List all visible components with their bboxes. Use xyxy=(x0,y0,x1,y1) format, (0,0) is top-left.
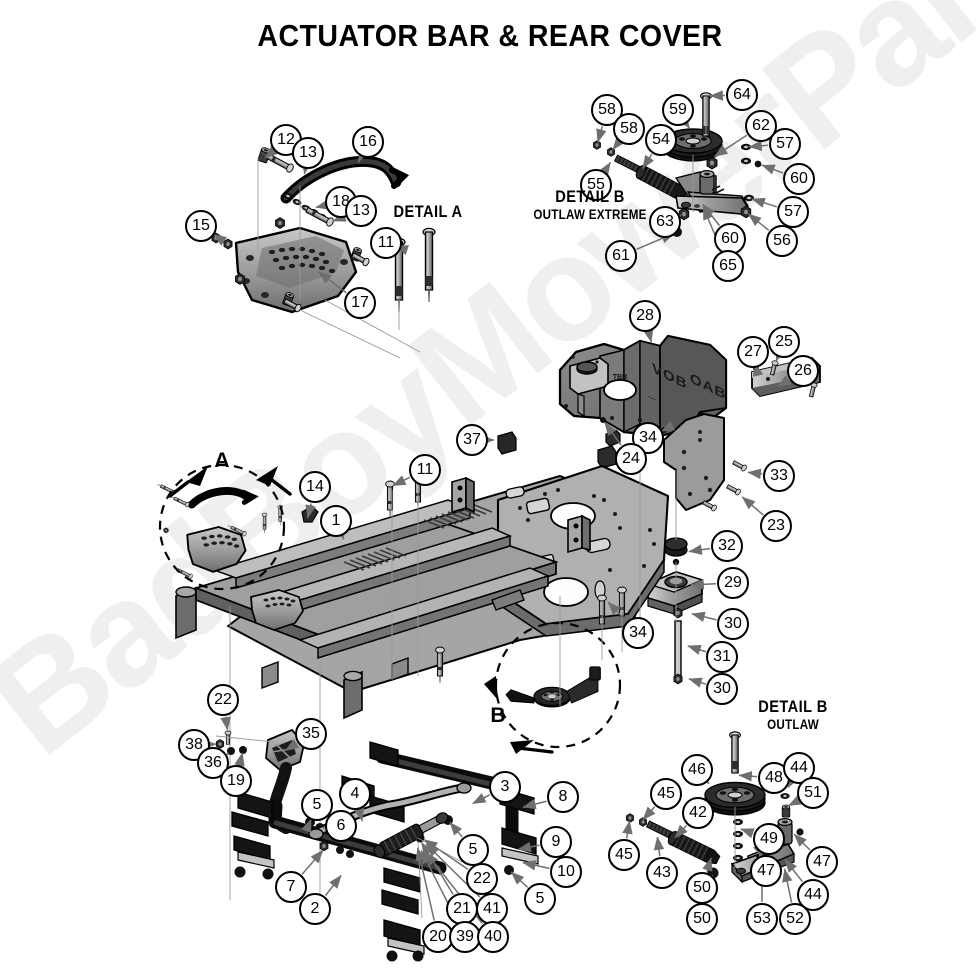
callout-43[interactable]: 43 xyxy=(646,857,678,889)
callout-61[interactable]: 61 xyxy=(605,240,637,272)
svg-text:A: A xyxy=(214,449,229,472)
detail-label-b-outlaw: DETAIL B OUTLAW xyxy=(724,697,862,732)
page-title: ACTUATOR BAR & REAR COVER xyxy=(257,18,723,53)
callout-58[interactable]: 58 xyxy=(613,113,645,145)
callout-13[interactable]: 13 xyxy=(345,195,377,227)
callout-49[interactable]: 49 xyxy=(753,823,785,855)
callout-50[interactable]: 50 xyxy=(686,872,718,904)
callout-64[interactable]: 64 xyxy=(726,79,758,111)
callout-51[interactable]: 51 xyxy=(797,777,829,809)
detail-b-outlaw-parts xyxy=(626,731,804,884)
callout-44[interactable]: 44 xyxy=(783,752,815,784)
callout-30[interactable]: 30 xyxy=(717,608,749,640)
callout-5[interactable]: 5 xyxy=(457,834,489,866)
callout-46[interactable]: 46 xyxy=(681,754,713,786)
callout-19[interactable]: 19 xyxy=(220,765,252,797)
callout-14[interactable]: 14 xyxy=(299,471,331,503)
callout-57[interactable]: 57 xyxy=(769,128,801,160)
callout-1[interactable]: 1 xyxy=(320,505,352,537)
callout-58[interactable]: 58 xyxy=(591,94,623,126)
callout-22[interactable]: 22 xyxy=(207,684,239,716)
callout-50[interactable]: 50 xyxy=(686,903,718,935)
callout-17[interactable]: 17 xyxy=(344,287,376,319)
callout-44[interactable]: 44 xyxy=(797,879,829,911)
callout-53[interactable]: 53 xyxy=(746,903,778,935)
callout-54[interactable]: 54 xyxy=(645,124,677,156)
detail-label-b-outlaw-line1: DETAIL B xyxy=(758,697,828,716)
callout-6[interactable]: 6 xyxy=(325,810,357,842)
callout-57[interactable]: 57 xyxy=(777,196,809,228)
callout-30[interactable]: 30 xyxy=(706,673,738,705)
callout-34[interactable]: 34 xyxy=(622,617,654,649)
callout-31[interactable]: 31 xyxy=(706,641,738,673)
callout-10[interactable]: 10 xyxy=(550,856,582,888)
callout-26[interactable]: 26 xyxy=(787,355,819,387)
callout-16[interactable]: 16 xyxy=(352,126,384,158)
callout-45[interactable]: 45 xyxy=(650,778,682,810)
detail-label-a-line1: DETAIL A xyxy=(393,202,463,221)
callout-62[interactable]: 62 xyxy=(745,110,777,142)
callout-32[interactable]: 32 xyxy=(711,530,743,562)
callout-5[interactable]: 5 xyxy=(524,883,556,915)
callout-24[interactable]: 24 xyxy=(615,443,647,475)
callout-27[interactable]: 27 xyxy=(737,336,769,368)
callout-4[interactable]: 4 xyxy=(339,778,371,810)
callout-40[interactable]: 40 xyxy=(477,921,509,953)
callout-56[interactable]: 56 xyxy=(766,225,798,257)
detail-label-a: DETAIL A xyxy=(359,202,497,222)
callout-35[interactable]: 35 xyxy=(295,718,327,750)
callout-13[interactable]: 13 xyxy=(292,137,324,169)
callout-33[interactable]: 33 xyxy=(763,460,795,492)
callout-2[interactable]: 2 xyxy=(299,893,331,925)
svg-text:---: --- xyxy=(648,392,656,404)
callout-9[interactable]: 9 xyxy=(540,826,572,858)
callout-28[interactable]: 28 xyxy=(629,300,661,332)
callout-11[interactable]: 11 xyxy=(370,227,402,259)
detail-label-b-extreme-line1: DETAIL B xyxy=(555,187,625,206)
callout-3[interactable]: 3 xyxy=(489,771,521,803)
svg-text:TBB: TBB xyxy=(613,374,627,381)
callout-42[interactable]: 42 xyxy=(682,797,714,829)
callout-7[interactable]: 7 xyxy=(275,871,307,903)
callout-47[interactable]: 47 xyxy=(806,846,838,878)
callout-37[interactable]: 37 xyxy=(456,424,488,456)
detail-label-b-outlaw-extreme: DETAIL B OUTLAW EXTREME xyxy=(521,187,659,222)
callout-23[interactable]: 23 xyxy=(760,510,792,542)
callout-8[interactable]: 8 xyxy=(547,781,579,813)
callout-25[interactable]: 25 xyxy=(768,326,800,358)
callout-59[interactable]: 59 xyxy=(662,94,694,126)
detail-label-b-outlaw-line2: OUTLAW xyxy=(767,717,819,732)
callout-45[interactable]: 45 xyxy=(608,839,640,871)
callout-52[interactable]: 52 xyxy=(779,903,811,935)
callout-47[interactable]: 47 xyxy=(750,855,782,887)
callout-22[interactable]: 22 xyxy=(466,863,498,895)
callout-60[interactable]: 60 xyxy=(783,163,815,195)
callout-65[interactable]: 65 xyxy=(712,250,744,282)
detail-a-parts xyxy=(211,146,436,359)
svg-text:B: B xyxy=(490,704,505,727)
main-frame-assembly: A B xyxy=(155,431,677,910)
callout-29[interactable]: 29 xyxy=(717,567,749,599)
callout-55[interactable]: 55 xyxy=(580,169,612,201)
detail-label-b-extreme-line2: OUTLAW EXTREME xyxy=(533,207,647,222)
callout-11[interactable]: 11 xyxy=(409,454,441,486)
callout-15[interactable]: 15 xyxy=(185,210,217,242)
